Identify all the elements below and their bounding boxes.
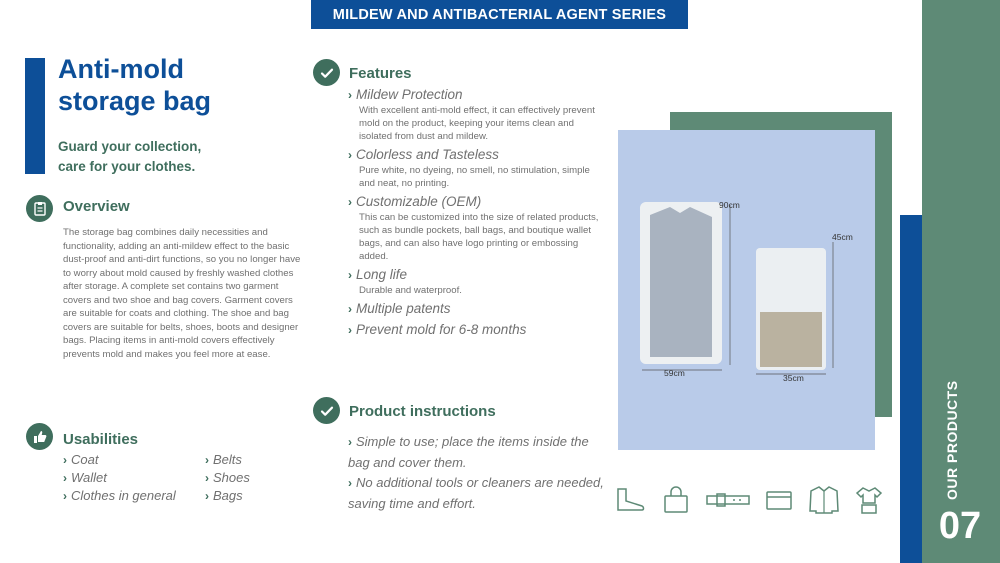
list-item: ›Wallet (63, 470, 107, 485)
list-item: ›Multiple patents (348, 301, 451, 316)
boot-icon (614, 486, 648, 519)
list-item: ›No additional tools or cleaners are nee… (348, 475, 604, 511)
list-item: ›Clothes in general (63, 488, 176, 503)
shirt-icon (854, 485, 884, 520)
features-heading: Features (349, 65, 412, 82)
belt-icon (705, 490, 751, 515)
dimension-label: 35cm (783, 373, 804, 383)
title-accent-bar (25, 58, 45, 174)
list-item: ›Long life Durable and waterproof. (348, 267, 462, 296)
side-bar-accent (900, 215, 922, 563)
product-photo: 90cm 59cm 45cm 35cm (618, 130, 875, 450)
series-banner: MILDEW AND ANTIBACTERIAL AGENT SERIES (311, 0, 688, 29)
list-item: ›Customizable (OEM) This can be customiz… (348, 194, 599, 262)
list-item: ›Belts (205, 452, 242, 467)
checkmark-icon (313, 397, 340, 424)
overview-text: The storage bag combines daily necessiti… (63, 227, 301, 360)
wallet-icon (765, 488, 793, 517)
side-bar (922, 0, 1000, 563)
dimension-label: 59cm (664, 368, 685, 378)
page-subtitle: Guard your collection, care for your clo… (58, 139, 202, 174)
list-item: ›Prevent mold for 6-8 months (348, 322, 527, 337)
instructions-heading: Product instructions (349, 403, 496, 420)
features-list: ›Mildew Protection With excellent anti-m… (348, 86, 608, 342)
instructions-list: ›Simple to use; place the items inside t… (348, 432, 608, 514)
list-item: ›Coat (63, 452, 99, 467)
checkmark-icon (313, 59, 340, 86)
list-item: ›Shoes (205, 470, 250, 485)
page-number: 07 (938, 505, 982, 547)
list-item: ›Bags (205, 488, 243, 503)
section-label: OUR PRODUCTS (944, 380, 960, 500)
list-item: ›Simple to use; place the items inside t… (348, 434, 589, 470)
thumbs-up-icon (26, 423, 53, 450)
overview-heading: Overview (63, 198, 130, 215)
clipboard-icon (26, 195, 53, 222)
dimension-label: 45cm (832, 232, 853, 242)
page-title: Anti-mold storage bag (58, 54, 212, 116)
list-item: ›Mildew Protection With excellent anti-m… (348, 87, 595, 142)
dimension-label: 90cm (719, 200, 740, 210)
category-icons (614, 484, 884, 520)
usabilities-list: ›Coat ›Belts ›Wallet ›Shoes ›Clothes in … (63, 452, 293, 503)
list-item: ›Colorless and Tasteless Pure white, no … (348, 147, 590, 189)
usabilities-heading: Usabilities (63, 431, 139, 448)
handbag-icon (662, 485, 690, 519)
jacket-icon (808, 485, 840, 520)
